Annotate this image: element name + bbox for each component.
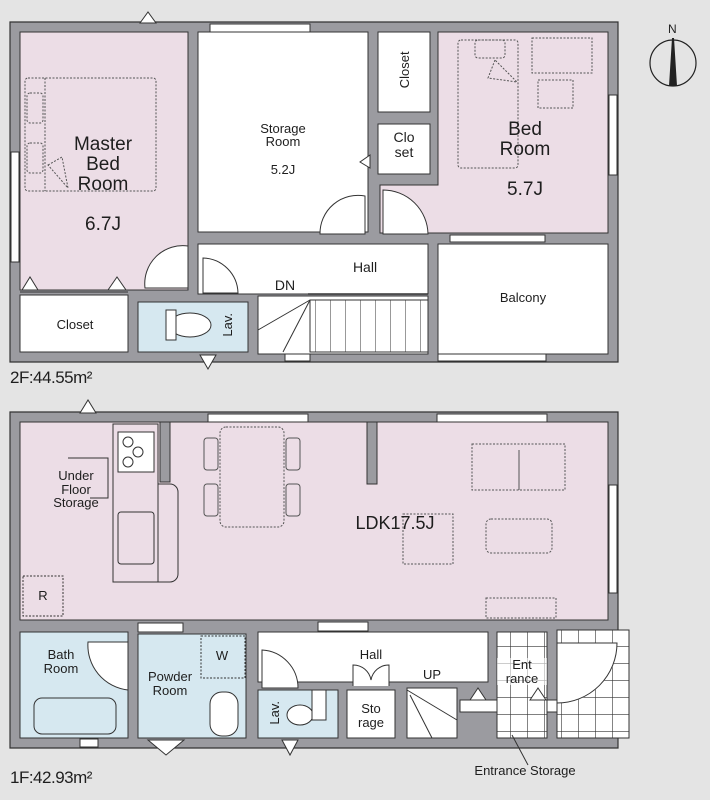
closet-left-label: Closet (56, 317, 94, 332)
bedroom-label: Bed Room 5.7J (485, 100, 565, 200)
floor-2 (9, 11, 619, 371)
balcony (437, 243, 609, 355)
closet-top (377, 31, 431, 113)
floor1-area: 1F:42.93m² (10, 768, 92, 787)
lavatory-1f-label: Lav. (267, 701, 283, 725)
lavatory-2f-label: Lav. (220, 313, 236, 337)
bedroom-size: 5.7J (507, 178, 543, 200)
master-bedroom-size: 6.7J (85, 213, 121, 235)
fridge-label: R (38, 588, 48, 603)
stairs-up-label: UP (422, 667, 442, 682)
ldk-label: LDK17.5J (355, 513, 435, 533)
master-bedroom (19, 31, 189, 291)
closet-small (377, 123, 431, 175)
entrance-storage-label: Entrance Storage (474, 763, 576, 778)
bath-room-label: Bath Room (43, 647, 79, 676)
bedroom-name: Bed Room (499, 118, 551, 160)
storage-room-name: Storage Room (260, 120, 306, 150)
under-floor-storage-label: Under Floor Storage (53, 468, 99, 511)
hall-2f-label: Hall (352, 259, 378, 275)
stairs-dn-label: DN (274, 277, 296, 293)
stairs-1f (406, 687, 458, 739)
storage-room-size: 5.2J (270, 161, 296, 177)
closet-left (19, 294, 129, 353)
powder-room-label: Powder Room (147, 669, 193, 698)
ldk (19, 421, 609, 621)
master-bedroom-label: Master Bed Room 6.7J (58, 115, 148, 235)
master-bedroom-name: Master Bed Room (73, 133, 133, 195)
storage-1f (346, 689, 396, 739)
storage-room-label: Storage Room 5.2J (243, 108, 323, 176)
balcony-label: Balcony (499, 290, 547, 305)
hall-1f-label: Hall (359, 647, 383, 662)
floor2-area: 2F:44.55m² (10, 368, 92, 387)
storage-1f-label: Sto rage (357, 701, 385, 730)
entrance-label: Ent rance (497, 658, 547, 686)
closet-small-label: Clo set (393, 129, 415, 160)
north-arrow-icon (669, 38, 677, 86)
floor-1 (9, 399, 630, 766)
storage-room (197, 31, 369, 233)
washer-label: W (215, 648, 229, 663)
closet-top-label: Closet (397, 51, 413, 89)
compass-north-label: N (668, 22, 677, 36)
compass (649, 38, 697, 87)
